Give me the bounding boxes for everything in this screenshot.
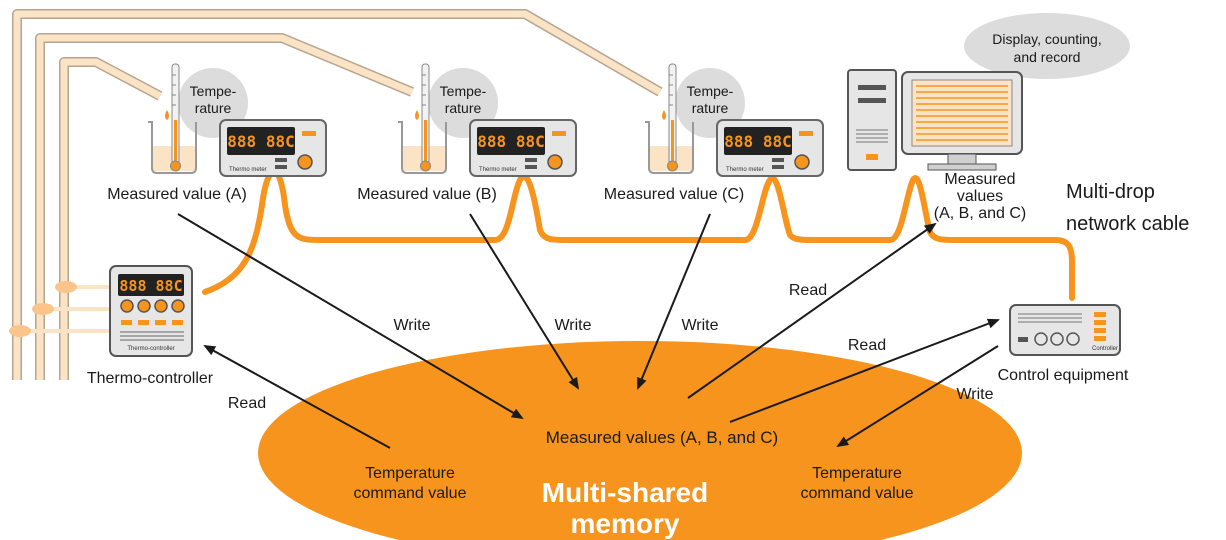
control-equipment-device: Controller: [1009, 304, 1121, 356]
station-c: Tempe- rature 888 88C Thermo meter Measu…: [604, 63, 824, 203]
read-arrow-control: [729, 318, 1000, 423]
measured-value-label: Measured value (B): [357, 186, 497, 203]
measured-value-label: Measured value (C): [604, 186, 745, 203]
write-arrow-b: [469, 213, 580, 390]
pc-measured-line-3: (A, B, and C): [934, 205, 1026, 222]
meter-display: 888 88C: [724, 132, 791, 151]
controller-caption: Thermo-controller: [127, 346, 174, 352]
thermo-controller-device: 888 88C Thermo-controller: [109, 265, 193, 357]
thermometer-icon: [420, 63, 431, 172]
bubble-line-2: rature: [445, 100, 482, 116]
measured-value-label: Measured value (A): [107, 186, 247, 203]
memory-center-value: Measured values (A, B, and C): [546, 428, 778, 447]
thermo-meter-device: 888 88C Thermo meter: [469, 119, 577, 177]
read-label-controller: Read: [228, 395, 266, 412]
memory-left-line-1: Temperature: [365, 465, 455, 482]
write-label-c: Write: [681, 317, 718, 334]
controller-display: 888 88C: [119, 277, 182, 295]
multi-drop-cable: [202, 168, 1075, 301]
monitor-icon: [901, 71, 1023, 171]
write-arrow-c: [637, 213, 711, 390]
bubble-line-1: Tempe-: [687, 83, 734, 99]
control-equipment-label: Control equipment: [998, 367, 1129, 384]
pipe-lines: [12, 9, 663, 380]
control-caption: Controller: [1092, 346, 1118, 352]
bubble-line-1: Tempe-: [190, 83, 237, 99]
bubble-line-2: rature: [195, 100, 232, 116]
network-label-line-1: Multi-drop: [1066, 181, 1155, 203]
pc-bubble-line-2: and record: [1014, 49, 1081, 65]
shared-memory-ellipse: [258, 341, 1022, 540]
thermometer-icon: [170, 63, 181, 172]
bubble-line-1: Tempe-: [440, 83, 487, 99]
thermo-meter-device: 888 88C Thermo meter: [219, 119, 327, 177]
read-arrow-controller: [203, 345, 391, 449]
pc-measured-line-2: values: [957, 188, 1003, 205]
memory-left-line-2: command value: [354, 485, 467, 502]
write-label-control: Write: [956, 386, 993, 403]
device-caption: Thermo meter: [726, 167, 764, 173]
meter-display: 888 88C: [477, 132, 544, 151]
pc-tower-icon: [847, 69, 897, 171]
write-label-a: Write: [393, 317, 430, 334]
thermometer-icon: [667, 63, 678, 172]
memory-title-line-1: Multi-shared: [542, 477, 708, 508]
read-arrow-pc: [687, 222, 937, 399]
controller-pipe-taps: [9, 281, 112, 337]
pc-bubble-line-1: Display, counting,: [992, 31, 1101, 47]
device-caption: Thermo meter: [229, 167, 267, 173]
arrows: [177, 213, 1000, 449]
network-label-line-2: network cable: [1066, 213, 1189, 235]
thermo-meter-device: 888 88C Thermo meter: [716, 119, 824, 177]
write-arrow-a: [177, 213, 524, 420]
station-a: Tempe- rature 888 88C Thermo meter Measu…: [107, 63, 327, 203]
bubble-line-2: rature: [692, 100, 729, 116]
read-label-control: Read: [848, 337, 886, 354]
memory-title-line-2: memory: [571, 508, 680, 539]
meter-display: 888 88C: [227, 132, 294, 151]
pc-measured-line-1: Measured: [944, 171, 1015, 188]
memory-right-line-1: Temperature: [812, 465, 902, 482]
write-label-b: Write: [554, 317, 591, 334]
pc-group: Display, counting, and record Measured: [847, 13, 1130, 222]
thermo-controller-label: Thermo-controller: [87, 370, 214, 387]
write-arrow-control: [836, 345, 999, 448]
display-bubble: [964, 13, 1130, 79]
station-b: Tempe- rature 888 88C Thermo meter Measu…: [357, 63, 577, 203]
memory-right-line-2: command value: [801, 485, 914, 502]
device-caption: Thermo meter: [479, 167, 517, 173]
read-label-pc: Read: [789, 282, 827, 299]
